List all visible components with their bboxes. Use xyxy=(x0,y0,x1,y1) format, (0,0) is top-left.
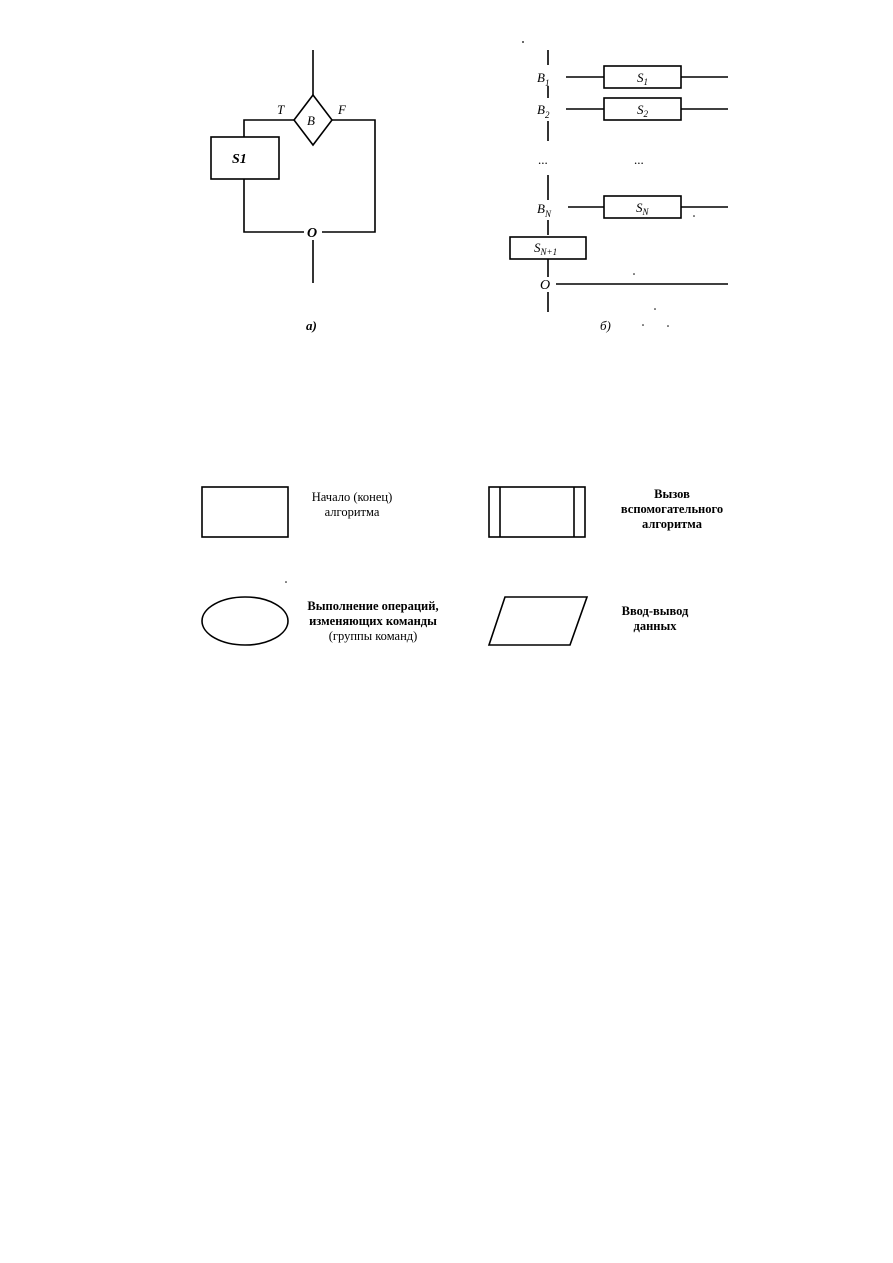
a-caption: a) xyxy=(306,318,317,333)
b-cond2-label: B2 xyxy=(537,102,550,120)
b-stmtN-label: SN xyxy=(636,200,650,217)
b-default-label: SN+1 xyxy=(534,240,557,257)
a-true-return xyxy=(243,179,304,233)
scan-specks xyxy=(285,41,695,583)
a-decision-diamond xyxy=(292,93,334,147)
legend-text-input-output: Ввод-вывод данных xyxy=(621,604,689,633)
b-stmt2-label: S2 xyxy=(637,102,649,119)
b-stmt1-label: S1 xyxy=(637,70,648,87)
legend-shape-rectangle xyxy=(201,486,289,538)
legend-shape-ellipse xyxy=(201,596,289,646)
legend-text-operations: Выполнение операций, изменяющих команды … xyxy=(307,599,439,643)
legend-shape-parallelogram xyxy=(487,596,589,646)
a-true-label: T xyxy=(277,102,285,117)
b-caption: б) xyxy=(600,318,611,333)
a-false-branch xyxy=(322,119,376,233)
b-condN-label: BN xyxy=(537,201,552,219)
legend-shape-double-rectangle xyxy=(488,486,586,538)
b-join-label: O xyxy=(540,278,550,293)
legend-shapes xyxy=(201,486,589,646)
legend-text-subroutine-call: Вызов вспомогательного алгоритма xyxy=(620,487,724,531)
diagram-a xyxy=(210,50,376,283)
b-ellipsis-left: ... xyxy=(538,152,548,167)
a-false-label: F xyxy=(337,102,347,117)
a-process-s1-box xyxy=(210,136,280,180)
b-ellipsis-right: ... xyxy=(634,152,644,167)
a-true-branch xyxy=(243,119,294,137)
diagram-b xyxy=(509,50,728,312)
a-decision-label: B xyxy=(307,113,315,128)
b-default-box xyxy=(509,236,587,260)
a-join-label: O xyxy=(307,226,317,241)
b-cond1-label: B1 xyxy=(537,70,549,88)
legend-text-start-end: Начало (конец) алгоритма xyxy=(311,490,393,519)
a-process-label: S1 xyxy=(232,152,247,167)
